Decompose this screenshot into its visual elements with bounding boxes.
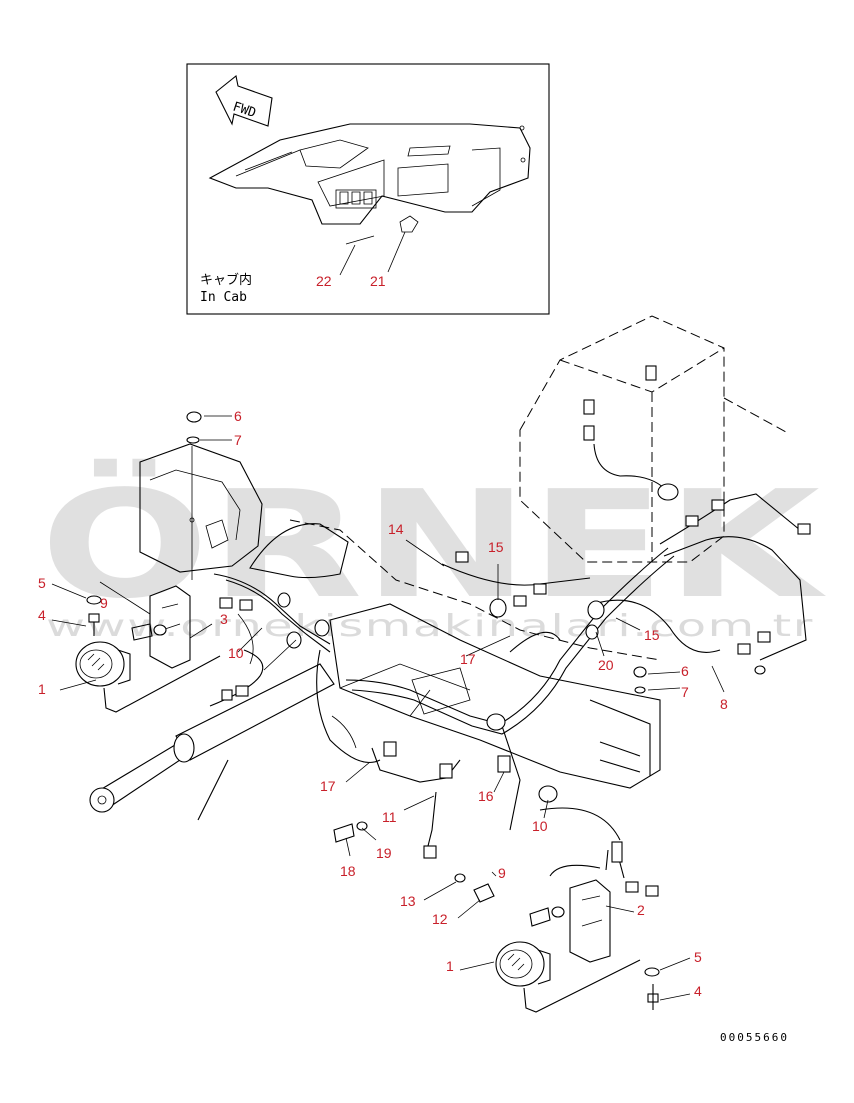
cab-outline (519, 315, 787, 563)
callout-13: 13 (400, 893, 416, 909)
callout-16: 16 (478, 788, 494, 804)
callout-14: 14 (388, 521, 404, 537)
callout-22: 22 (316, 273, 332, 289)
callout-11: 11 (382, 809, 397, 825)
inset-caption-jp: キャブ内 (200, 272, 252, 288)
callout-19: 19 (376, 845, 392, 861)
callout-15-upper: 15 (488, 539, 504, 555)
callout-3: 3 (220, 611, 228, 627)
boom-cylinder (89, 663, 335, 821)
main-frame (249, 519, 661, 789)
left-work-lamp (75, 641, 221, 713)
callout-4-left: 4 (38, 607, 46, 623)
leader-lines (51, 415, 725, 1001)
main-assembly-drawing: 22 21 6 7 14 15 5 9 4 3 10 17 15 20 6 7 … (38, 273, 811, 1044)
callout-7-top: 7 (234, 432, 242, 448)
inset-caption-en: In Cab (200, 290, 247, 305)
center-wiring-harness (345, 493, 811, 859)
callout-1-left: 1 (38, 681, 46, 697)
drawing-code: 00055660 (720, 1031, 789, 1044)
callout-7-right: 7 (681, 684, 689, 700)
right-bolt-set (186, 411, 766, 1010)
callout-17-lower: 17 (320, 778, 336, 794)
callout-8: 8 (720, 696, 728, 712)
watermark-site: www.ornekismakinalari.com.tr (46, 609, 814, 644)
callout-21: 21 (370, 273, 386, 289)
callout-5-left: 5 (38, 575, 46, 591)
right-lamp-bracket (539, 807, 659, 963)
callout-18: 18 (340, 863, 356, 879)
callout-5-right: 5 (694, 949, 702, 965)
callout-4-right: 4 (694, 983, 702, 999)
callout-10-left: 10 (228, 645, 244, 661)
callout-12: 12 (432, 911, 448, 927)
watermark: ÖRNEK www.ornekismakinalari.com.tr (40, 458, 827, 644)
left-fender-housing (139, 443, 263, 580)
callout-6-top: 6 (234, 408, 242, 424)
inset-frame (186, 63, 550, 315)
fwd-arrow-icon: FWD (215, 75, 273, 127)
fwd-label: FWD (231, 100, 258, 122)
callout-17-upper: 17 (460, 651, 476, 667)
callout-15-lower: 15 (644, 627, 660, 643)
callout-9-left: 9 (100, 595, 108, 611)
callout-6-right: 6 (681, 663, 689, 679)
watermark-brand: ÖRNEK (40, 458, 827, 631)
dashboard-drawing (208, 123, 531, 276)
callout-20: 20 (598, 657, 614, 673)
right-work-lamp (495, 941, 641, 1013)
callout-labels: 22 21 6 7 14 15 5 9 4 3 10 17 15 20 6 7 … (38, 273, 728, 999)
left-lamp-bracket (149, 585, 253, 669)
callout-2: 2 (637, 902, 645, 918)
left-hose-run (209, 573, 331, 707)
inset-in-cab: FWD キャブ内 In Cab (186, 63, 550, 315)
callout-1-right: 1 (446, 958, 454, 974)
left-bolt-set (86, 595, 167, 641)
callout-10-right: 10 (532, 818, 548, 834)
callout-9-right: 9 (498, 865, 506, 881)
